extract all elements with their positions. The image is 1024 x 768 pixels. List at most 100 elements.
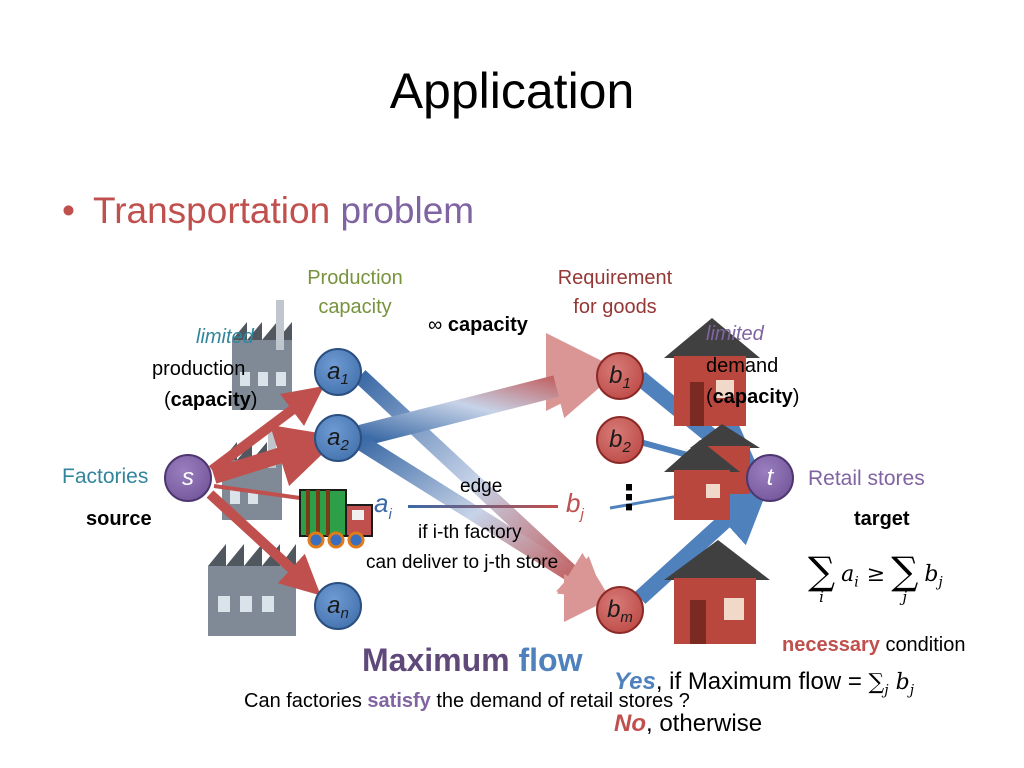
edge-ai-letter: a bbox=[374, 488, 389, 518]
node-s: s bbox=[164, 454, 212, 502]
maximum-word: Maximum bbox=[362, 642, 510, 678]
house-icon-middle-2 bbox=[664, 440, 740, 520]
formula-ai-letter: a bbox=[841, 562, 855, 587]
factory-icon-top bbox=[232, 300, 292, 410]
node-t: t bbox=[746, 454, 794, 502]
can-deliver-text: can deliver to j-th store bbox=[366, 552, 559, 573]
no-line: No, otherwise bbox=[614, 710, 762, 738]
source-label: source bbox=[86, 508, 152, 530]
edge-a2-bm bbox=[355, 435, 611, 599]
edge-s-a2 bbox=[211, 425, 341, 487]
edge-bj-label: bj bbox=[566, 488, 584, 523]
node-an-letter: a bbox=[327, 592, 341, 619]
node-a1-letter: a bbox=[327, 358, 341, 385]
infinity-capacity-word: capacity bbox=[447, 314, 528, 336]
capacity-left-word: capacity bbox=[170, 389, 251, 411]
sum-j-index: j bbox=[902, 588, 908, 606]
node-b2-sub: 2 bbox=[622, 438, 631, 456]
edge-ai-bj-line bbox=[408, 505, 558, 508]
infinity-symbol: ∞ bbox=[428, 314, 443, 336]
condition-word: condition bbox=[885, 634, 966, 656]
formula-bj-letter: b bbox=[924, 562, 939, 587]
target-label: target bbox=[854, 508, 910, 530]
house-icon-bottom bbox=[664, 540, 770, 644]
sum-formula: ∑ i ai ≥ ∑ j bj bbox=[808, 552, 943, 605]
limited-left-label: limited bbox=[196, 326, 254, 348]
yes-formula: ∑j bj bbox=[868, 670, 915, 699]
edge-bj-letter: b bbox=[566, 488, 581, 518]
node-a2-letter: a bbox=[327, 424, 341, 451]
edge-s-a1 bbox=[209, 386, 324, 474]
necessary-condition: necessary condition bbox=[782, 634, 966, 657]
bullet-dot: • bbox=[62, 190, 75, 231]
dots-icon: ⋮ bbox=[612, 479, 646, 517]
edge-word: edge bbox=[460, 476, 503, 497]
sum-j-block: ∑ j bbox=[891, 552, 918, 605]
retail-stores-label: Retail stores bbox=[808, 467, 925, 490]
node-a2-sub: 2 bbox=[340, 436, 349, 454]
bullet-transportation: Transportation bbox=[92, 190, 331, 231]
capacity-right-word: capacity bbox=[712, 386, 793, 408]
edge-ai-label: ai bbox=[374, 488, 392, 523]
demand-label: demand bbox=[706, 355, 779, 377]
yes-sum-index: j bbox=[884, 682, 889, 699]
no-rest: , otherwise bbox=[646, 710, 763, 737]
yes-sum: ∑ bbox=[868, 670, 885, 695]
necessary-word: necessary bbox=[782, 634, 880, 656]
requirement-line1: Requirement bbox=[557, 267, 673, 289]
edge-bj-sub: j bbox=[580, 506, 584, 523]
node-bm-letter: b bbox=[607, 596, 621, 623]
yes-line: Yes, if Maximum flow = ∑j bj bbox=[614, 668, 914, 698]
production-label: production bbox=[152, 358, 246, 380]
sum-i-index: i bbox=[819, 588, 824, 606]
edge-s-dots bbox=[213, 484, 301, 500]
bullet-transportation-problem: • Transportation problem bbox=[62, 190, 474, 232]
flow-word: flow bbox=[518, 642, 583, 678]
node-b2-letter: b bbox=[609, 426, 623, 453]
if-text: if i-th factory bbox=[418, 522, 522, 543]
formula-ai-sub: i bbox=[854, 574, 859, 591]
question-part2: the demand of retail stores ? bbox=[436, 690, 690, 712]
no-word: No bbox=[614, 710, 646, 737]
satisfy-word: satisfy bbox=[367, 690, 431, 712]
maximum-flow-heading: Maximum flow bbox=[362, 642, 582, 679]
node-bm-sub: m bbox=[620, 608, 633, 626]
node-a1-sub: 1 bbox=[340, 370, 349, 388]
node-b1-letter: b bbox=[609, 362, 623, 389]
sum-j-symbol: ∑ bbox=[891, 549, 919, 593]
node-b1-sub: 1 bbox=[622, 374, 631, 392]
slide-title: Application bbox=[389, 63, 635, 119]
yes-rest: , if Maximum flow = bbox=[655, 668, 862, 695]
formula-geq: ≥ bbox=[866, 562, 886, 587]
question-text: Can factories satisfy the demand of reta… bbox=[244, 690, 690, 713]
limited-right-label: limited bbox=[706, 323, 764, 345]
edge-a2-b1 bbox=[357, 354, 620, 447]
edge-ai-sub: i bbox=[388, 506, 392, 523]
requirement-label: Requirement for goods bbox=[540, 267, 690, 319]
edge-s-an bbox=[206, 490, 321, 596]
yes-word: Yes bbox=[614, 668, 656, 695]
yes-b-sub: j bbox=[909, 682, 915, 699]
question-part1: Can factories bbox=[244, 690, 362, 712]
factories-label: Factories bbox=[62, 465, 149, 488]
production-capacity-label: Production capacity bbox=[290, 267, 420, 319]
production-capacity-line1: Production bbox=[307, 267, 403, 289]
sum-i-block: ∑ i bbox=[808, 552, 835, 605]
capacity-left-label: (capacity) bbox=[164, 389, 258, 411]
capacity-right-label: (capacity) bbox=[706, 386, 800, 408]
yes-b: b bbox=[895, 670, 910, 695]
truck-icon bbox=[299, 489, 373, 549]
production-capacity-line2: capacity bbox=[318, 296, 392, 318]
requirement-line2: for goods bbox=[573, 296, 657, 318]
bullet-problem: problem bbox=[340, 190, 475, 231]
infinity-capacity-label: ∞ capacity bbox=[428, 314, 528, 337]
house-icon-top bbox=[664, 318, 760, 426]
formula-ai: ai bbox=[841, 562, 859, 590]
node-an-sub: n bbox=[340, 604, 349, 622]
